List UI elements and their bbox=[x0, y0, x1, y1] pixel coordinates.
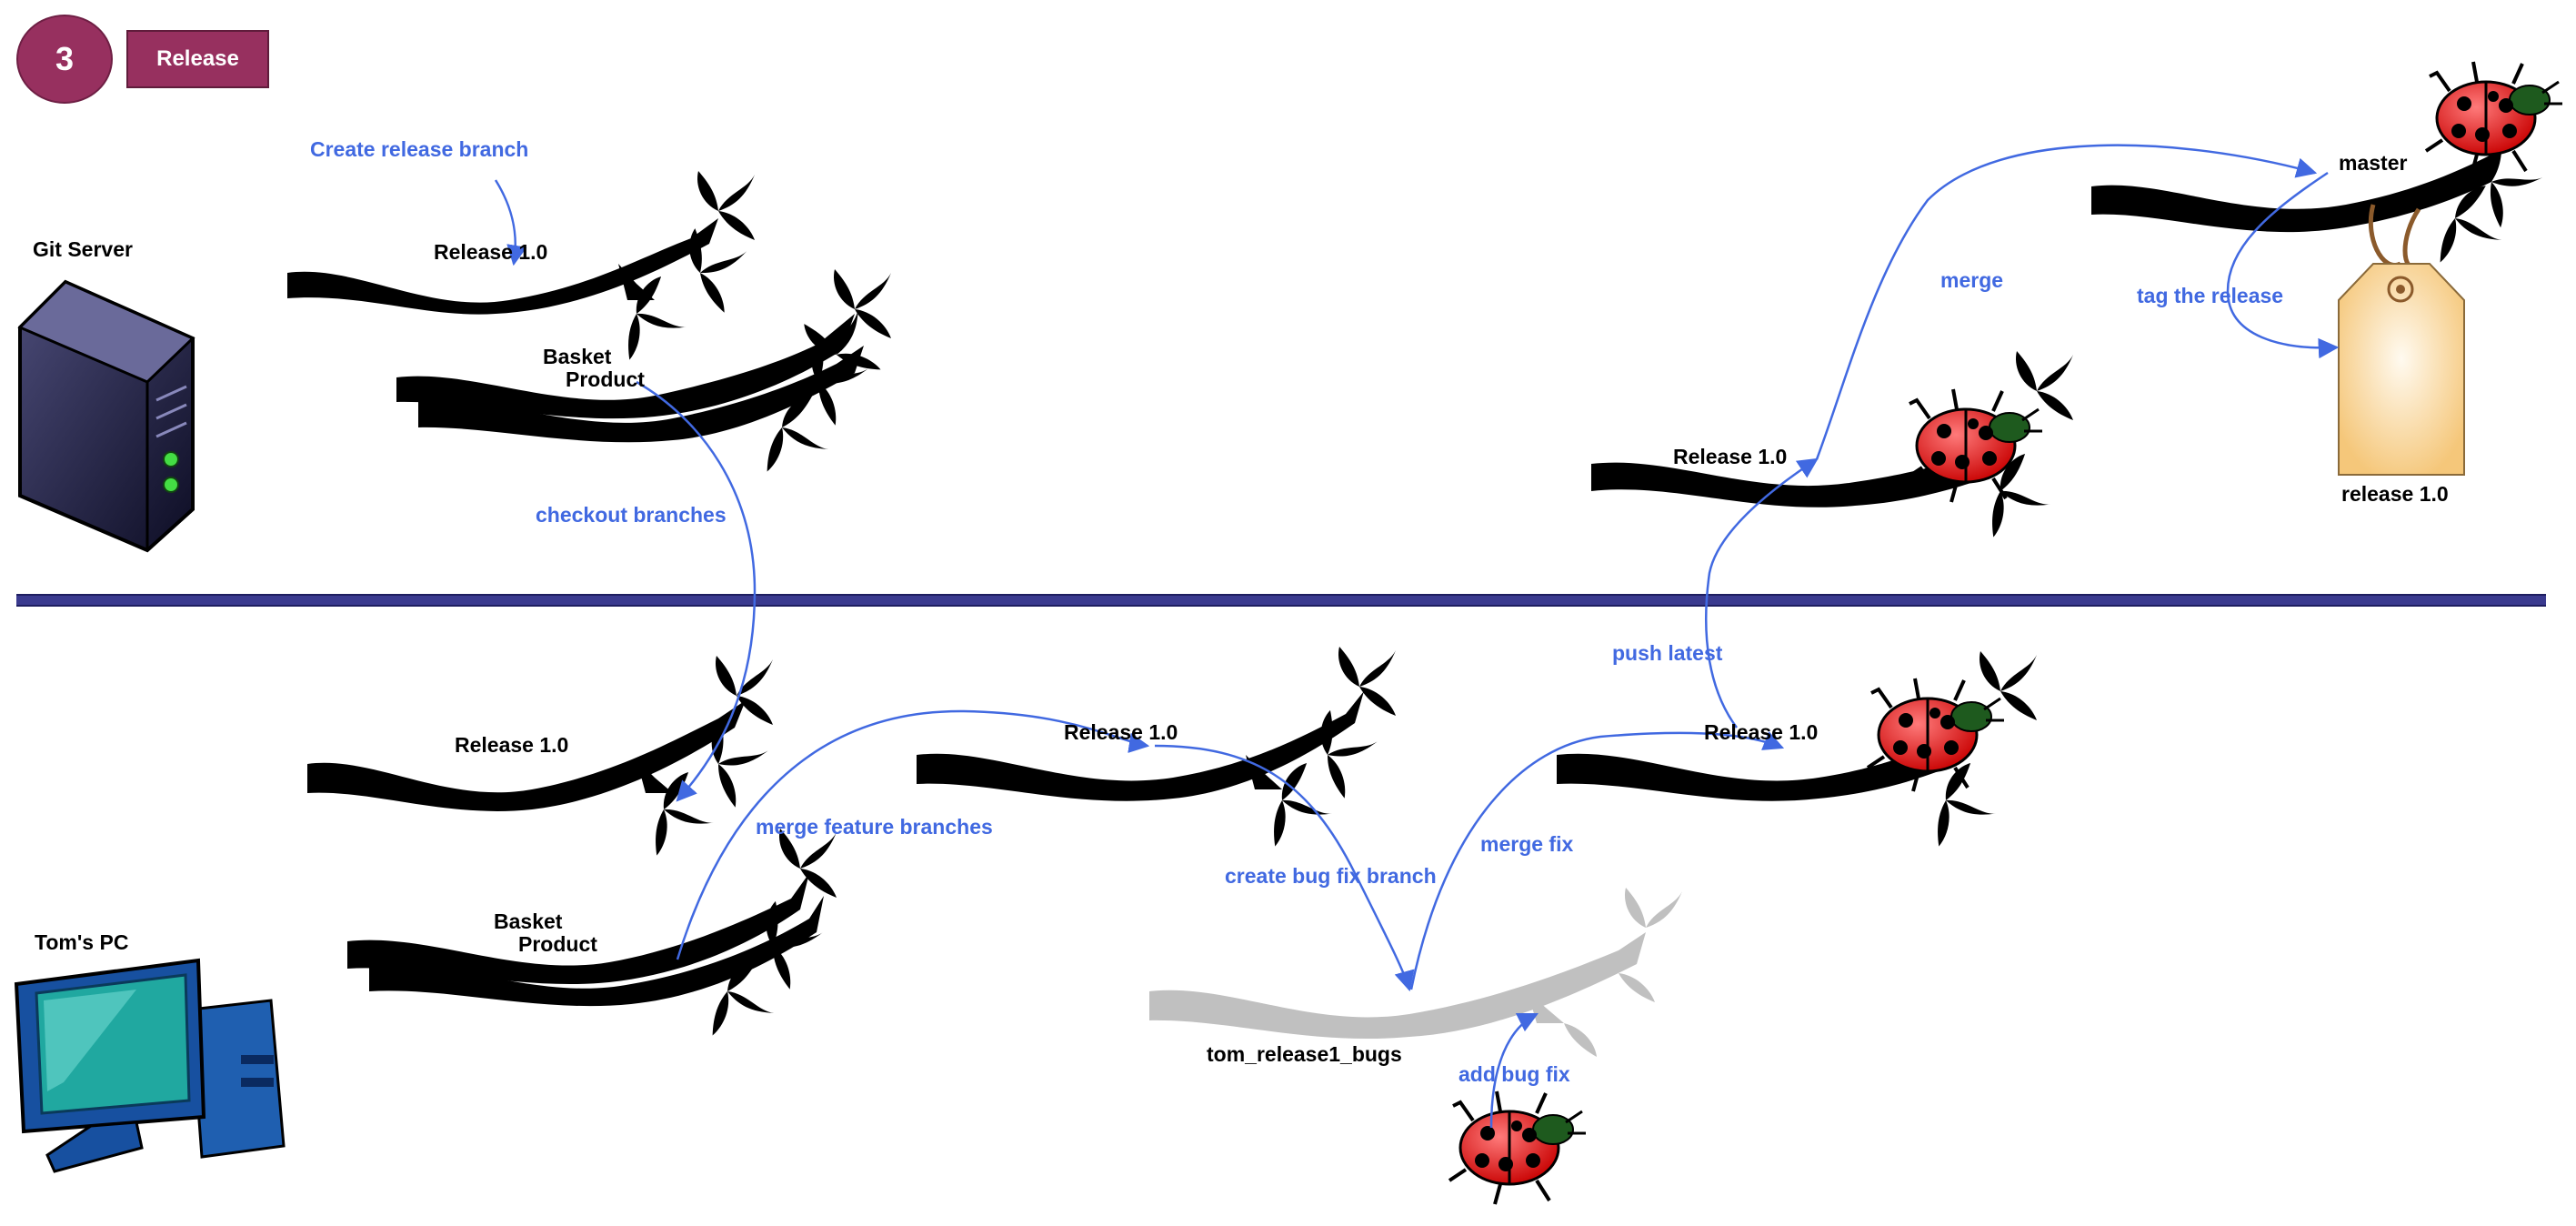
branch-pc-basket-product bbox=[347, 829, 837, 1036]
ladybug-icon bbox=[1448, 1090, 1588, 1206]
branch-label-server-basket: Basket bbox=[543, 345, 612, 368]
annotation-push-latest: push latest bbox=[1612, 641, 1723, 665]
branch-pc-release-merged bbox=[917, 647, 1396, 847]
branch-label-pc-basket: Basket bbox=[494, 909, 563, 933]
zone-label-server: Git Server bbox=[33, 237, 133, 261]
annotation-create-release-branch: Create release branch bbox=[310, 137, 529, 161]
annotation-checkout-branches: checkout branches bbox=[536, 503, 727, 527]
step-number-badge: 3 bbox=[16, 15, 113, 104]
annotation-add-bug-fix: add bug fix bbox=[1458, 1062, 1570, 1086]
step-title: Release bbox=[126, 30, 269, 88]
branch-label-pc-product: Product bbox=[518, 932, 597, 956]
annotation-merge: merge bbox=[1940, 268, 2004, 292]
branch-label-server-product: Product bbox=[566, 367, 645, 391]
branch-pc-release-fixed bbox=[1557, 651, 2037, 847]
branch-server-release-fixed bbox=[1591, 351, 2073, 538]
branch-label-master: master bbox=[2339, 151, 2408, 175]
tag-label: release 1.0 bbox=[2341, 482, 2449, 506]
branch-label-pc-release: Release 1.0 bbox=[455, 733, 569, 757]
branch-label-pc-release-merged: Release 1.0 bbox=[1064, 720, 1178, 744]
pc-icon bbox=[14, 958, 286, 1173]
flow-arrows bbox=[494, 144, 2340, 1129]
zone-label-pc: Tom's PC bbox=[35, 930, 129, 954]
annotation-merge-feature-branches: merge feature branches bbox=[756, 815, 993, 839]
annotation-merge-fix: merge fix bbox=[1480, 832, 1574, 856]
server-icon bbox=[17, 279, 195, 553]
branch-label-bugfix: tom_release1_bugs bbox=[1207, 1042, 1402, 1066]
annotation-tag-the-release: tag the release bbox=[2137, 284, 2284, 307]
tag-icon bbox=[2338, 204, 2465, 476]
branch-label-server-release: Release 1.0 bbox=[434, 240, 548, 264]
branch-pc-release bbox=[307, 656, 773, 856]
annotation-create-bug-fix-branch: create bug fix branch bbox=[1225, 864, 1437, 888]
branch-bugfix bbox=[1149, 888, 1682, 1057]
branch-master bbox=[2091, 60, 2564, 263]
branch-server-release bbox=[287, 171, 755, 360]
branch-label-server-release-fixed: Release 1.0 bbox=[1673, 445, 1788, 468]
branch-label-pc-release-fixed: Release 1.0 bbox=[1704, 720, 1819, 744]
branch-server-basket-product bbox=[396, 269, 891, 472]
zone-divider bbox=[16, 594, 2546, 607]
